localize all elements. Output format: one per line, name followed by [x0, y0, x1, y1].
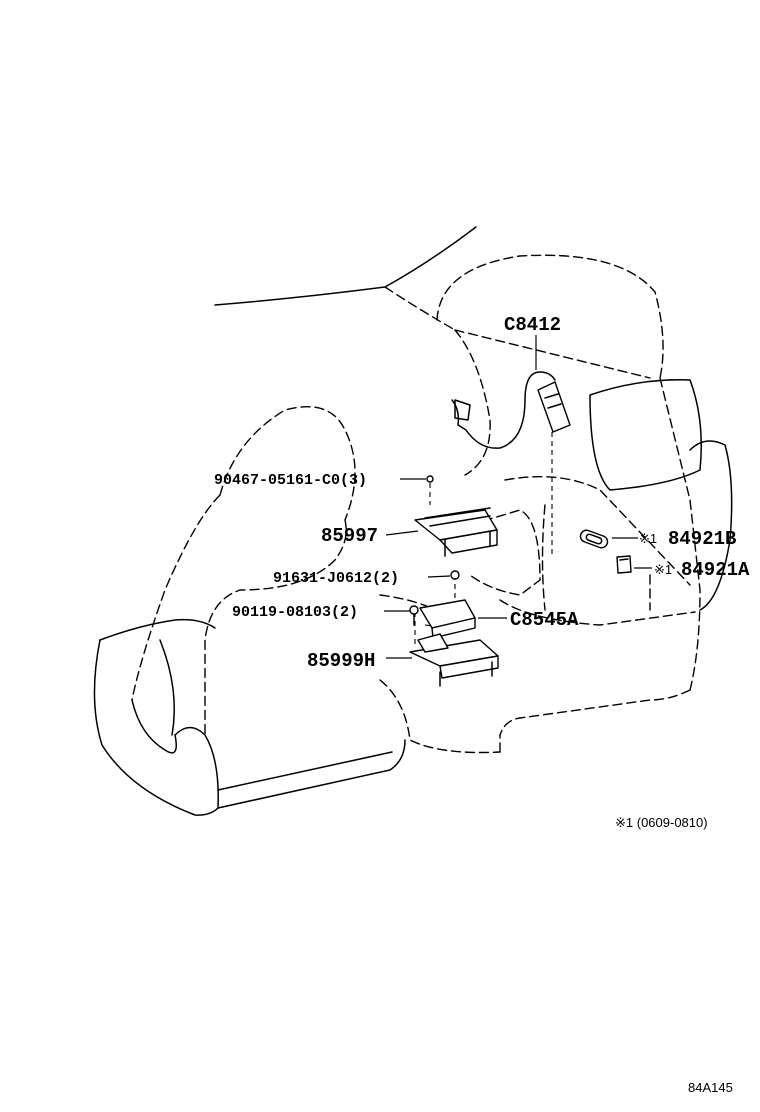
diagram-code: 84A145	[688, 1080, 733, 1095]
label-91631: 91631-J0612(2)	[273, 570, 399, 587]
module-c8545a	[419, 599, 476, 639]
leader-lines	[384, 335, 652, 659]
switch-84921a	[616, 555, 632, 574]
screw-91631	[450, 570, 460, 580]
vehicle-outline	[214, 226, 701, 736]
switch-84921b	[579, 529, 609, 549]
label-84921b: 84921B	[668, 528, 736, 550]
label-90119: 90119-08103(2)	[232, 604, 358, 621]
note-marker-84921b: ※1	[639, 531, 657, 546]
label-85999h: 85999H	[307, 650, 375, 672]
label-90467: 90467-05161-C0(3)	[214, 472, 367, 489]
label-84921a: 84921A	[681, 559, 750, 581]
bolt-90467	[426, 475, 434, 483]
label-c8412: C8412	[504, 314, 561, 336]
bolt-90119	[409, 605, 419, 626]
rear-headrest	[589, 379, 733, 611]
bracket-85997	[414, 507, 498, 557]
applicability-note: ※1 (0609-0810)	[615, 815, 708, 830]
harness-c8412	[451, 371, 571, 449]
label-c8545a: C8545A	[510, 609, 579, 631]
note-marker-84921a: ※1	[654, 562, 672, 577]
bracket-85999h	[409, 633, 499, 687]
label-85997: 85997	[321, 525, 378, 547]
front-seat-outline	[93, 406, 541, 816]
